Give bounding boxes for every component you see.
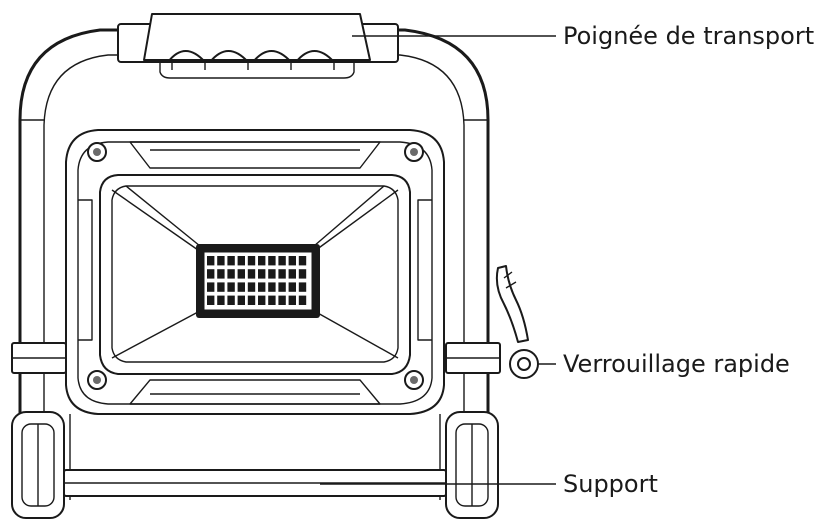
corner-screws bbox=[87, 142, 424, 390]
led-chip bbox=[217, 295, 225, 305]
led-chip bbox=[227, 269, 235, 279]
led-chip bbox=[268, 282, 276, 292]
led-chip bbox=[217, 269, 225, 279]
stand-bar bbox=[63, 469, 447, 497]
led-chip bbox=[258, 256, 266, 266]
led-chip bbox=[237, 269, 245, 279]
wheel-left bbox=[11, 411, 65, 519]
led-chip bbox=[278, 282, 286, 292]
led-chip bbox=[278, 269, 286, 279]
led-chip bbox=[247, 269, 256, 279]
label-stand: Support bbox=[563, 470, 658, 498]
leader-lines bbox=[320, 35, 556, 485]
label-quick-lock: Verrouillage rapide bbox=[563, 350, 790, 378]
led-grid bbox=[207, 256, 307, 305]
led-module bbox=[196, 244, 320, 318]
led-chip bbox=[268, 256, 276, 266]
pivot-brackets bbox=[11, 342, 501, 374]
led-chip bbox=[298, 269, 307, 279]
label-handle: Poignée de transport bbox=[563, 22, 814, 50]
led-chip bbox=[247, 256, 256, 266]
led-chip bbox=[237, 295, 245, 305]
led-chip bbox=[227, 282, 235, 292]
led-chip bbox=[258, 295, 266, 305]
led-chip bbox=[207, 282, 215, 292]
quick-lock-lever bbox=[495, 265, 539, 379]
led-chip bbox=[217, 282, 225, 292]
led-chip bbox=[207, 256, 215, 266]
carry-handle bbox=[117, 13, 399, 79]
led-chip bbox=[227, 256, 235, 266]
led-chip bbox=[288, 295, 296, 305]
led-chip bbox=[268, 295, 276, 305]
led-chip bbox=[247, 295, 256, 305]
led-chip bbox=[217, 256, 225, 266]
led-chip bbox=[237, 282, 245, 292]
led-chip bbox=[298, 282, 307, 292]
led-chip bbox=[298, 256, 307, 266]
led-chip bbox=[247, 282, 256, 292]
led-chip bbox=[288, 282, 296, 292]
led-chip bbox=[258, 269, 266, 279]
led-chip bbox=[258, 282, 266, 292]
led-chip bbox=[298, 295, 307, 305]
led-chip bbox=[268, 269, 276, 279]
led-chip bbox=[288, 256, 296, 266]
led-chip bbox=[227, 295, 235, 305]
led-chip bbox=[278, 295, 286, 305]
led-chip bbox=[207, 269, 215, 279]
led-chip bbox=[237, 256, 245, 266]
led-chip bbox=[278, 256, 286, 266]
led-chip bbox=[288, 269, 296, 279]
led-chip bbox=[207, 295, 215, 305]
wheel-right bbox=[445, 411, 499, 519]
